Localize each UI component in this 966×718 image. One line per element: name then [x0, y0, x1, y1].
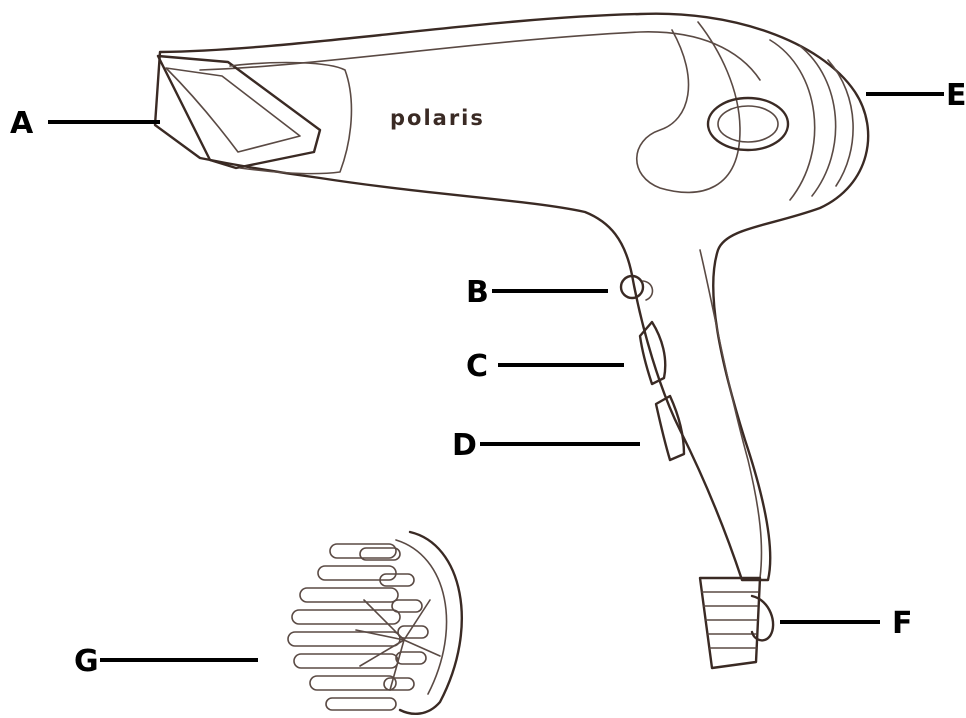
diffuser-disc-rim [396, 540, 447, 694]
callout-label-c: C [466, 349, 488, 384]
callout-label-a: A [10, 106, 34, 141]
callout-label-b: B [466, 275, 489, 310]
side-panel [637, 22, 740, 192]
diffuser-attachment [288, 532, 462, 714]
side-ring [708, 98, 788, 150]
cord-guard [700, 578, 760, 668]
rear-air-filter [770, 40, 853, 200]
cool-shot-button [621, 276, 652, 300]
callout-label-f: F [892, 606, 913, 641]
callout-label-e: E [946, 78, 966, 113]
speed-switch [640, 322, 665, 384]
hair-dryer: polaris [155, 14, 868, 668]
callout-label-d: D [452, 428, 477, 463]
diffuser-fingers [288, 544, 428, 710]
brand-logo: polaris [390, 106, 485, 130]
callouts: A B C D E F G [10, 78, 966, 679]
callout-label-g: G [74, 644, 99, 679]
handle-inner-line [700, 250, 762, 578]
